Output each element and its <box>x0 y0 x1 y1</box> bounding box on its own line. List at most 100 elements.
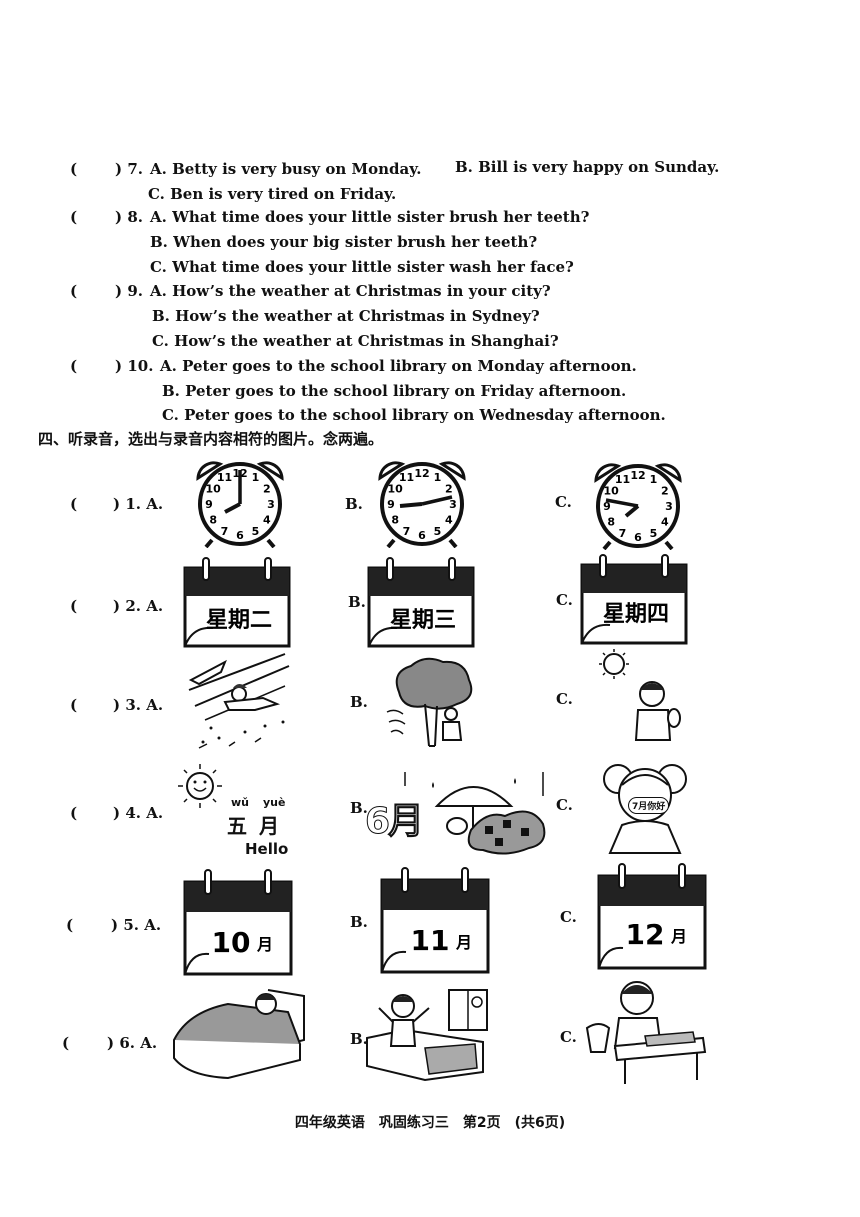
clock-numeral: 12 <box>414 467 429 480</box>
clock-numeral: 6 <box>418 529 426 542</box>
calendar-december-image[interactable]: 12 月 <box>597 862 707 970</box>
clock-numeral: 10 <box>388 483 404 496</box>
option-c-label: C. <box>555 493 572 511</box>
june-label: 6月 <box>364 801 424 843</box>
clock-numeral: 5 <box>252 525 260 538</box>
clock-numeral: 2 <box>661 485 669 498</box>
clock-numeral: 3 <box>665 500 673 513</box>
option-b: B. How’s the weather at Christmas in Syd… <box>152 307 540 325</box>
clock-numeral: 7 <box>403 525 411 538</box>
answer-paren[interactable]: ( <box>70 597 78 615</box>
option-a: A. Peter goes to the school library on M… <box>160 357 637 375</box>
option-b: B. Peter goes to the school library on F… <box>162 382 627 400</box>
char-yue: 月 <box>259 814 279 838</box>
clock-numeral: 6 <box>236 529 244 542</box>
clock-numeral: 1 <box>252 471 260 484</box>
question-number: ) 3. A. <box>113 696 164 714</box>
clock-numeral: 12 <box>630 469 645 482</box>
sleeping-in-bed-image[interactable] <box>168 984 308 1080</box>
question-number: ) 2. A. <box>113 597 164 615</box>
answer-paren[interactable]: ( <box>70 160 78 178</box>
clock-numeral: 2 <box>263 483 271 496</box>
question-number: ) 4. A. <box>113 804 164 822</box>
calendar-thursday-image[interactable]: 星期四 <box>580 553 688 645</box>
hello-text: Hello <box>245 840 289 858</box>
option-c-label: C. <box>560 1028 577 1046</box>
question-number: ) 8. <box>115 208 143 226</box>
clock-numeral: 11 <box>615 473 630 486</box>
page-footer: 四年级英语 巩固练习三 第2页 (共6页) <box>294 1115 566 1131</box>
answer-paren[interactable]: ( <box>62 1034 70 1052</box>
question-number: ) 5. A. <box>111 916 162 934</box>
windy-snow-scene-image[interactable] <box>185 650 293 750</box>
option-b: B. Bill is very happy on Sunday. <box>455 158 720 176</box>
answer-paren[interactable]: ( <box>70 282 78 300</box>
clock-numeral: 10 <box>604 485 620 498</box>
option-c-label: C. <box>560 908 577 926</box>
clock-numeral: 2 <box>445 483 453 496</box>
month-number: 10 <box>212 926 251 959</box>
june-rain-scene-image[interactable]: 6月 <box>364 768 550 858</box>
month-number: 11 <box>411 924 450 957</box>
clock-numeral: 7 <box>619 527 627 540</box>
clock-numeral: 7 <box>221 525 229 538</box>
windy-tree-scene-image[interactable] <box>385 652 477 748</box>
clock-numeral: 4 <box>445 514 453 527</box>
option-b: B. When does your big sister brush her t… <box>150 233 538 251</box>
calendar-wednesday-image[interactable]: 星期三 <box>367 556 475 648</box>
clock-numeral: 1 <box>434 471 442 484</box>
clock-numeral: 9 <box>603 500 611 513</box>
answer-paren[interactable]: ( <box>70 804 78 822</box>
clock-numeral: 8 <box>209 514 217 527</box>
option-b-label: B. <box>350 693 368 711</box>
waking-up-image[interactable] <box>365 986 490 1082</box>
month-number: 12 <box>626 918 665 951</box>
sunny-hot-scene-image[interactable] <box>590 648 686 748</box>
calendar-november-image[interactable]: 11 月 <box>380 866 490 974</box>
clock-numeral: 6 <box>634 531 642 544</box>
month-unit: 月 <box>455 933 472 952</box>
july-girl-scene-image[interactable]: 7月你好 <box>600 755 690 855</box>
pinyin-wu: wǔ <box>231 796 249 809</box>
may-scene-image[interactable]: wǔ yuè 五 月 Hello <box>175 762 295 862</box>
option-c: C. Peter goes to the school library on W… <box>162 406 666 424</box>
clock-numeral: 9 <box>205 498 213 511</box>
clock-numeral: 11 <box>399 471 414 484</box>
studying-at-desk-image[interactable] <box>585 976 710 1088</box>
answer-paren[interactable]: ( <box>66 916 74 934</box>
clock-numeral: 5 <box>650 527 658 540</box>
july-badge: 7月你好 <box>628 797 670 814</box>
month-unit: 月 <box>256 935 273 954</box>
option-b-label: B. <box>350 913 368 931</box>
clock-numeral: 9 <box>387 498 395 511</box>
option-c: C. What time does your little sister was… <box>150 258 574 276</box>
weekday-label: 星期四 <box>603 602 669 627</box>
question-number: ) 1. A. <box>113 495 164 513</box>
answer-paren[interactable]: ( <box>70 357 78 375</box>
section-four-title: 四、听录音，选出与录音内容相符的图片。念两遍。 <box>38 430 384 448</box>
pinyin-yue: yuè <box>263 796 286 809</box>
option-c-label: C. <box>556 796 573 814</box>
option-c-label: C. <box>556 690 573 708</box>
clock-numeral: 11 <box>217 471 232 484</box>
answer-paren[interactable]: ( <box>70 495 78 513</box>
option-b-label: B. <box>350 1030 368 1048</box>
calendar-october-image[interactable]: 10 月 <box>183 868 293 976</box>
option-c: C. Ben is very tired on Friday. <box>148 185 397 203</box>
answer-paren[interactable]: ( <box>70 208 78 226</box>
answer-paren[interactable]: ( <box>70 696 78 714</box>
option-a: A. Betty is very busy on Monday. <box>150 160 422 178</box>
clock-numeral: 3 <box>267 498 275 511</box>
clock-numeral: 5 <box>434 525 442 538</box>
calendar-tuesday-image[interactable]: 星期二 <box>183 556 291 648</box>
option-a: A. How’s the weather at Christmas in you… <box>150 282 551 300</box>
weekday-label: 星期二 <box>206 608 272 633</box>
clock-numeral: 4 <box>263 514 271 527</box>
clock-numeral: 3 <box>449 498 457 511</box>
option-c: C. How’s the weather at Christmas in Sha… <box>152 332 559 350</box>
clock-numeral: 4 <box>661 516 669 529</box>
clock-numeral: 1 <box>650 473 658 486</box>
